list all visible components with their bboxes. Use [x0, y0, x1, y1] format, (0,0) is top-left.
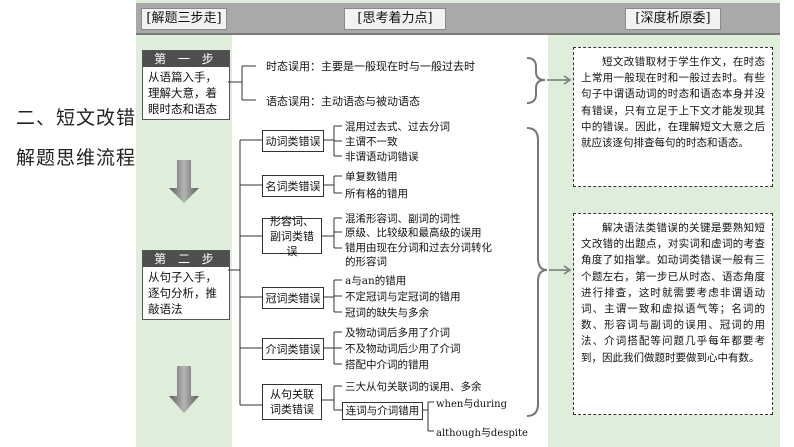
step-one-box: 第 一 步 从语篇入手，理解大意，着眼时态和语态 [142, 50, 230, 120]
list-item: 冠词的缺失与多余 [345, 307, 429, 319]
down-arrow-icon [169, 160, 199, 203]
list-item: a与an的错用 [345, 275, 407, 287]
conjunction-preposition-misuse: 连词与介词错用 [342, 402, 423, 420]
list-item: 混用过去式、过去分词 [345, 121, 450, 133]
section-title-line1: 二、短文改错 [16, 107, 137, 129]
step-one-head: 第 一 步 [143, 51, 229, 67]
step-two-head: 第 二 步 [143, 251, 229, 267]
step-two-box: 第 二 步 从句子入手，逐句分析，推敲语法 [142, 250, 230, 320]
list-item: 三大从句关联词的误用、多余 [345, 381, 482, 393]
list-item: 混淆形容词、副词的词性 [345, 213, 461, 225]
category-article-errors: 冠词类错误 [262, 287, 324, 309]
list-item: 主谓不一致 [345, 136, 398, 148]
list-item: 及物动词后多用了介词 [345, 327, 450, 339]
list-item: 原级、比较级和最高级的误用 [345, 227, 482, 239]
header-col-focus: [思考着力点] [344, 8, 446, 30]
header-col-causes: [深度析原委] [625, 8, 721, 30]
cause-box-tense-voice: 短文改错取材于学生作文，在时态上常用一般现在时和一般过去时。有些句子中谓语动词的… [573, 47, 773, 187]
down-arrow-icon [169, 366, 199, 413]
list-item: 非谓语动词错误 [345, 151, 419, 163]
right-arrow-icon [563, 265, 572, 275]
tense-error-point: 时态误用：主要是一般现在时与一般过去时 [266, 60, 475, 73]
voice-error-point: 语态误用：主动语态与被动语态 [266, 95, 420, 108]
header-col-steps: [解题三步走] [141, 8, 227, 30]
list-item: 错用由现在分词和过去分词转化 [345, 242, 492, 254]
list-item: 所有格的错用 [345, 188, 408, 200]
right-brace-icon [526, 127, 548, 417]
step-one-body: 从语篇入手，理解大意，着眼时态和语态 [148, 70, 217, 116]
list-item: although与despite [436, 428, 528, 439]
category-verb-errors: 动词类错误 [262, 130, 324, 152]
list-item: 不及物动词后少用了介词 [345, 343, 461, 355]
list-item: 单复数错用 [345, 171, 398, 183]
right-arrow-icon [563, 75, 572, 85]
list-item: when与during [436, 399, 508, 410]
category-adj-adv-errors: 形容词、副词类错误 [262, 215, 322, 258]
right-brace-icon [526, 57, 546, 104]
category-clause-conjunction-errors: 从句关联词类错误 [262, 384, 322, 420]
list-item: 的形容词 [345, 256, 387, 268]
category-noun-errors: 名词类错误 [262, 175, 324, 197]
category-preposition-errors: 介词类错误 [262, 338, 324, 360]
list-item: 搭配中介词的错用 [345, 359, 429, 371]
step-two-body: 从句子入手，逐句分析，推敲语法 [148, 270, 217, 316]
cause-box-grammar-errors: 解决语法类错误的关键是要熟知短文改错的出题点，对实词和虚词的考查角度了如指掌。如… [573, 213, 773, 415]
list-item: 不定冠词与定冠词的错用 [345, 291, 461, 303]
section-title-line2: 解题思维流程 [16, 147, 137, 169]
